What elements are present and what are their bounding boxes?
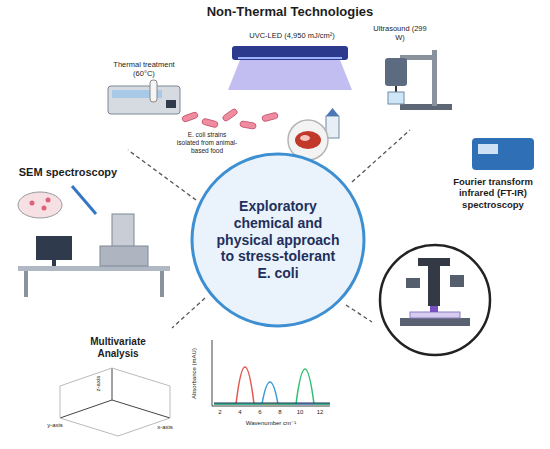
sem-icon <box>18 266 170 271</box>
spectrum-chart <box>214 367 330 404</box>
axis-label: z-axis <box>95 369 102 399</box>
sem-icon <box>18 192 62 218</box>
dashed-spoke <box>128 130 410 328</box>
uv-lamp-icon <box>228 46 352 90</box>
scatter-axes <box>60 368 112 386</box>
ftir-icon <box>406 278 420 288</box>
scatter-axes <box>112 368 170 386</box>
central-circle: Exploratory chemical and physical approa… <box>190 152 366 328</box>
tick-label: 4 <box>234 409 246 416</box>
sem-icon <box>30 201 35 206</box>
scatter-axes <box>60 368 170 436</box>
sem-icon <box>52 260 56 266</box>
circle-title: Exploratory chemical and physical approa… <box>216 198 340 282</box>
bacteria-icon <box>261 112 278 122</box>
dashed-spoke <box>352 130 410 182</box>
ftir-icon <box>380 245 490 355</box>
axis-title: Wavenumber cm⁻¹ <box>236 420 306 427</box>
scatter-axes <box>60 418 118 436</box>
bacteria-icon <box>201 118 218 128</box>
dashed-spoke <box>346 305 372 322</box>
ultrasound-icon <box>385 58 407 86</box>
ftir-icon <box>472 138 534 170</box>
dashed-spoke <box>172 298 205 328</box>
food-icon <box>326 108 339 116</box>
food-icon <box>300 135 310 141</box>
uv-lamp-icon <box>238 57 342 59</box>
sem-icon <box>100 246 148 266</box>
scatter-axes <box>112 400 170 418</box>
bacteria-icon <box>181 108 278 129</box>
ftir-icon <box>400 318 470 326</box>
uv-lamp-icon <box>228 60 352 90</box>
ftir-icon <box>428 262 440 306</box>
sem-icon <box>72 186 96 214</box>
axis-title: Absorbance (mAU) <box>191 344 198 404</box>
treatment-label: Thermal treatment (60°C) <box>104 60 184 78</box>
sem-icon <box>42 206 47 211</box>
section-label: Multivariate Analysis <box>76 336 160 360</box>
sem-icon <box>160 271 164 297</box>
uv-lamp-icon <box>232 46 348 60</box>
ftir-icon <box>410 312 460 318</box>
food-icon <box>288 108 339 160</box>
scatter-axes <box>112 368 113 400</box>
scatter-axes <box>60 386 61 418</box>
sample-label: E. coli strains isolated from animal-bas… <box>176 131 238 154</box>
tick-label: 12 <box>314 409 326 416</box>
tick-label: 8 <box>274 409 286 416</box>
tick-label: 2 <box>214 409 226 416</box>
food-icon <box>295 131 321 149</box>
bacteria-icon <box>181 111 198 122</box>
axis-label: y-axis <box>40 422 70 429</box>
dashed-spoke <box>128 150 196 200</box>
ftir-icon <box>418 258 450 266</box>
sem-icon <box>46 198 51 203</box>
tick-label: 10 <box>294 409 306 416</box>
treatment-label: Ultrasound (299 W) <box>368 24 432 42</box>
axis-label: x-axis <box>150 424 180 431</box>
text-holder: Exploratory chemical and physical approa… <box>216 198 340 282</box>
spectrum-chart <box>212 340 330 406</box>
sem-icon <box>112 214 134 248</box>
tick-label: 6 <box>254 409 266 416</box>
scatter-axes <box>60 400 112 418</box>
bacteria-icon <box>222 108 239 122</box>
water-bath-icon <box>108 80 180 114</box>
spectrum-chart <box>214 369 330 404</box>
sem-icon <box>24 271 28 297</box>
section-title: Non-Thermal Technologies <box>190 4 390 19</box>
spectrum-chart <box>212 406 330 407</box>
ftir-icon <box>450 275 464 287</box>
circle-outline <box>192 154 364 326</box>
water-bath-icon <box>166 100 176 108</box>
ultrasound-icon <box>388 92 404 104</box>
section-label: Fourier transform infrared (FT-IR) spect… <box>440 176 546 210</box>
water-bath-icon <box>108 86 180 114</box>
ultrasound-icon <box>385 50 452 110</box>
spectrum-chart <box>212 340 213 406</box>
sem-icon <box>36 236 72 260</box>
section-label: SEM spectroscopy <box>12 166 124 179</box>
bacteria-icon <box>240 121 257 130</box>
scatter-axes <box>170 386 171 418</box>
ftir-icon <box>478 144 498 154</box>
sem-icon <box>18 186 170 297</box>
ftir-icon <box>380 138 534 355</box>
treatment-label: UVC-LED (4,950 mJ/cm²) <box>230 31 354 40</box>
ultrasound-icon <box>400 104 452 110</box>
spectrum-chart <box>214 403 330 404</box>
water-bath-icon <box>150 80 157 102</box>
ftir-icon <box>430 306 438 312</box>
